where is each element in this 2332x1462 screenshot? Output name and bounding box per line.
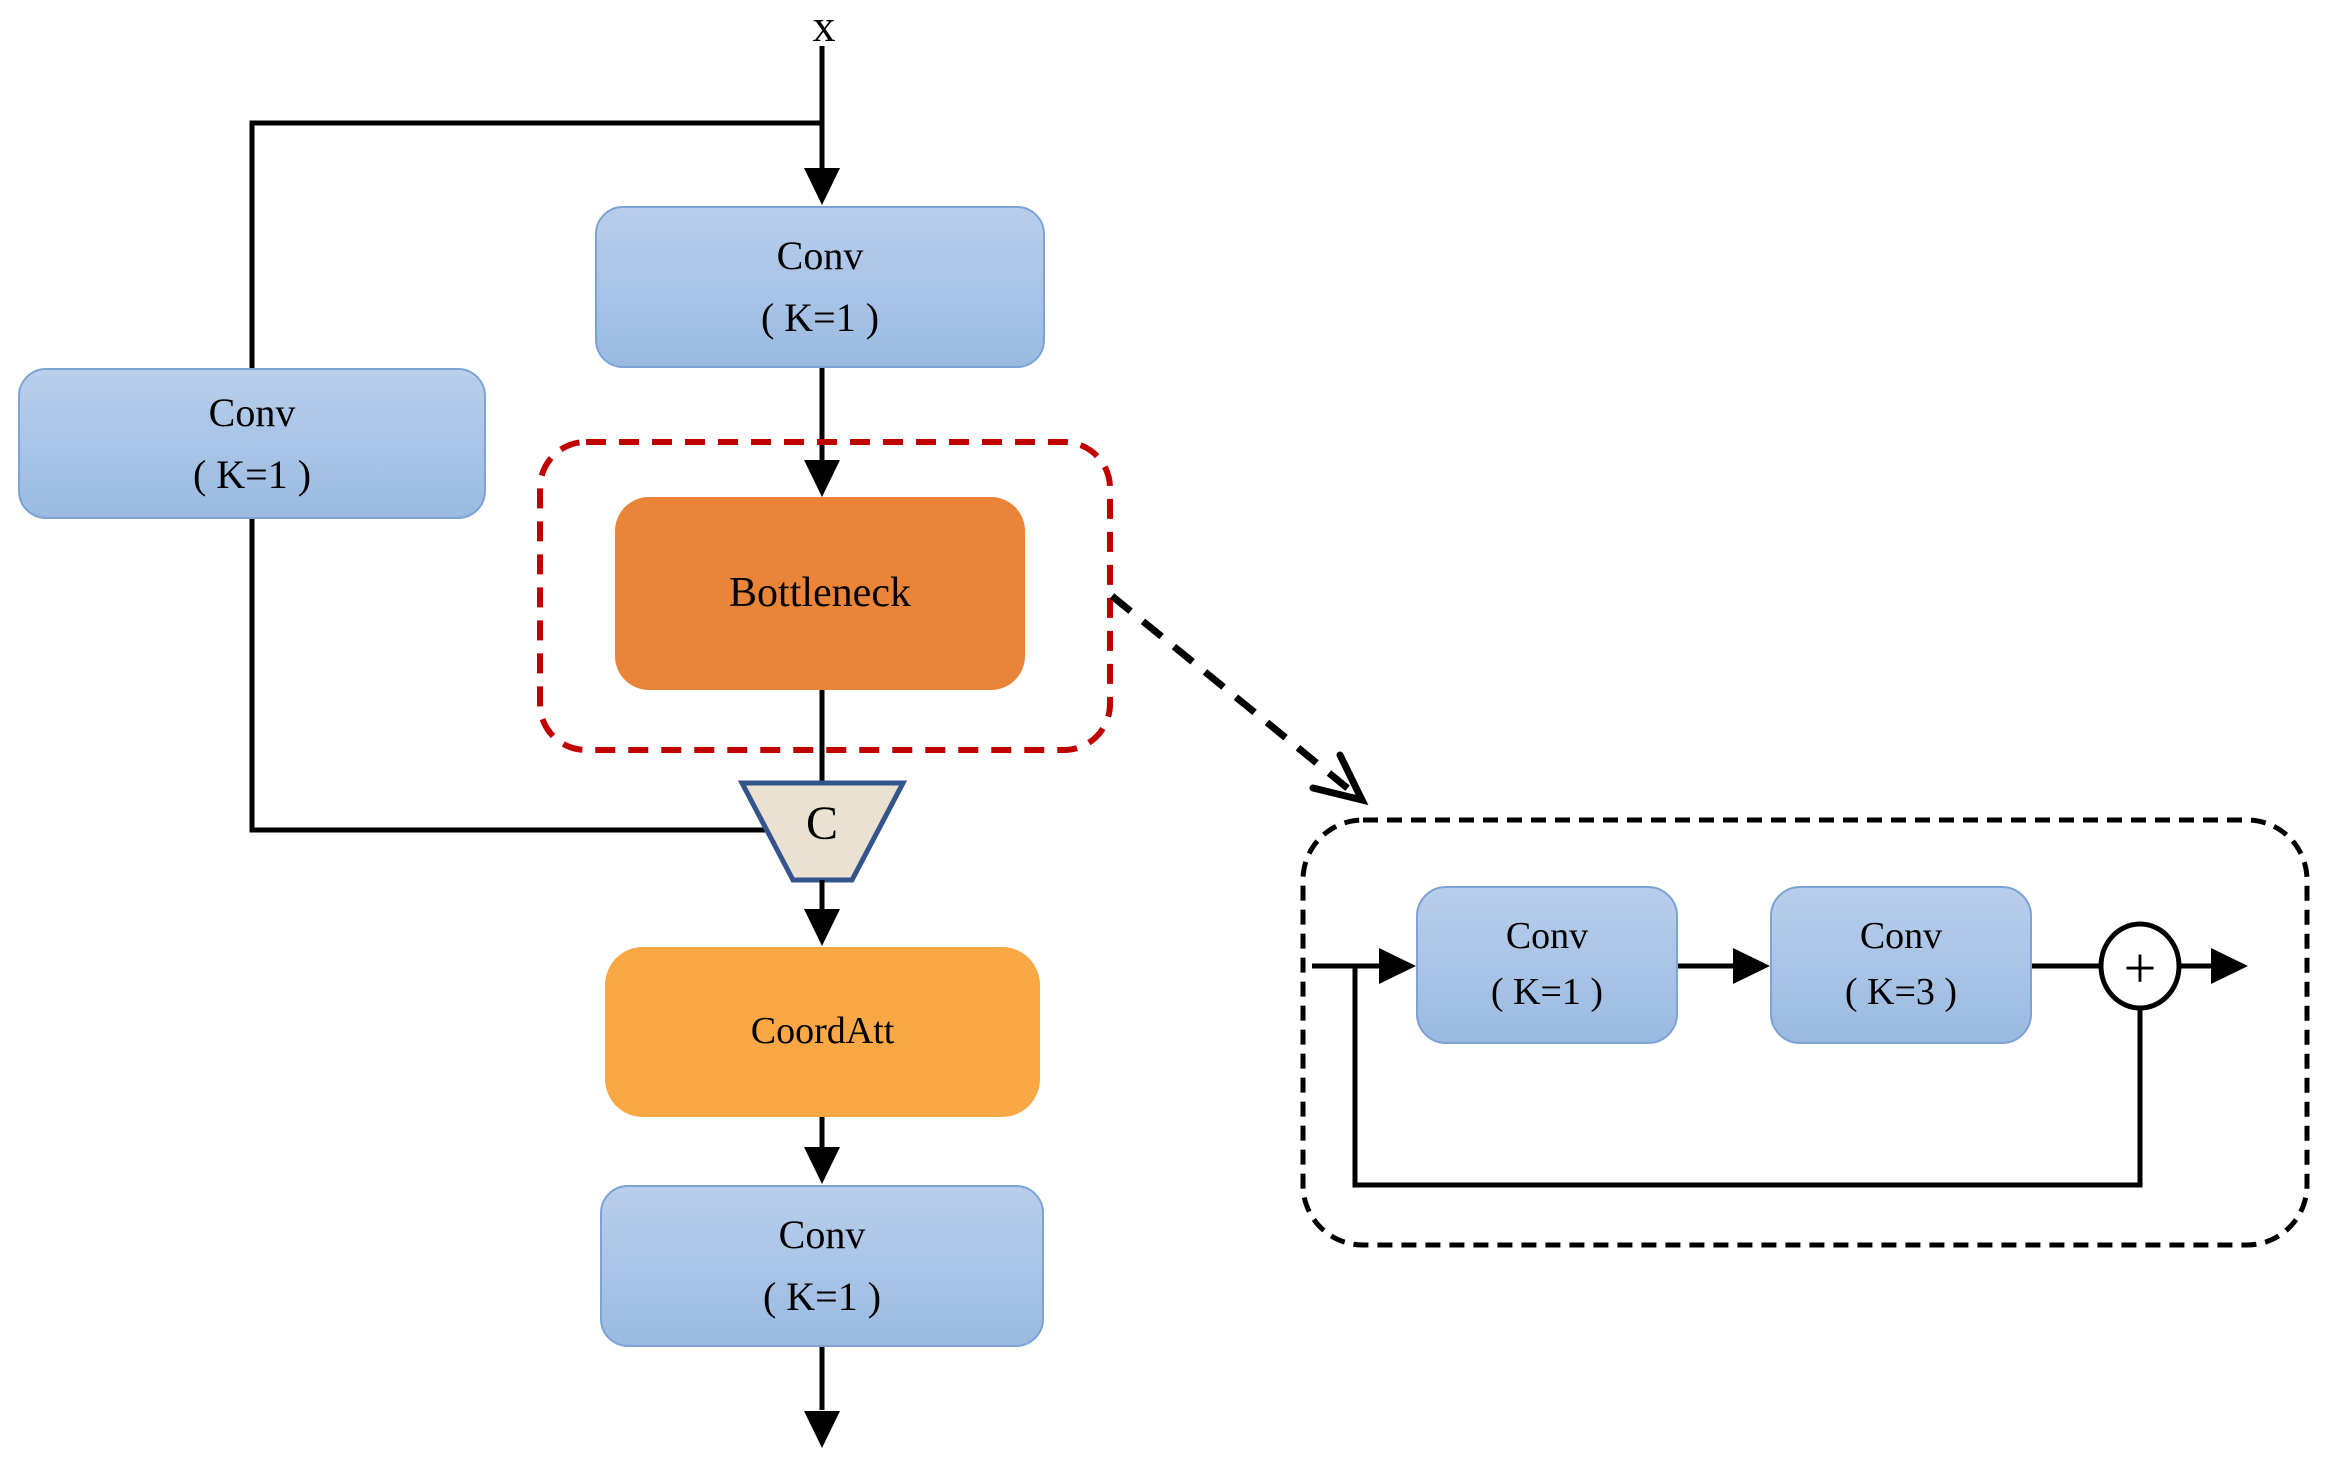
node-detail-conv-k3-label: Conv [1859,915,1943,958]
detail-input-arrowhead [1379,948,1416,984]
node-detail-conv-k1-sublabel: ( K=1 ) [1490,971,1604,1013]
detail-callout-arrow-shaft [1109,593,1365,803]
detail-conv1-to-conv3-arrowhead [1733,948,1770,984]
node-detail-conv-k1-label: Conv [1505,915,1589,958]
node-conv-shortcut-label: Conv [208,389,296,435]
node-conv-out: Conv ( K=1 ) [600,1185,1044,1347]
input-label: x [812,0,836,51]
bottleneck-highlight-border [537,439,1113,753]
sum-node-shape [2098,921,2182,1011]
node-conv-shortcut: Conv ( K=1 ) [18,368,486,519]
node-conv-shortcut-sublabel: ( K=1 ) [192,451,312,497]
coordatt-to-conv-arrowhead [804,1147,840,1184]
input-arrowhead [804,168,840,205]
concat-node-shape [737,780,908,883]
concat-to-coordatt-arrowhead [804,909,840,946]
output-arrowhead [804,1411,840,1448]
conv-to-bottleneck-arrowhead [804,460,840,497]
node-conv-in-label: Conv [776,233,864,278]
node-coordatt-label: CoordAtt [750,1010,895,1053]
node-detail-conv-k1: Conv ( K=1 ) [1416,886,1678,1044]
node-bottleneck: Bottleneck [615,497,1025,690]
node-bottleneck-label: Bottleneck [729,570,911,617]
detail-skip-path [1352,966,2143,1188]
node-conv-out-label: Conv [778,1212,866,1257]
detail-panel-border [1300,817,2310,1248]
node-conv-out-sublabel: ( K=1 ) [762,1274,882,1319]
node-detail-conv-k3-sublabel: ( K=3 ) [1844,971,1958,1013]
detail-callout-arrowhead [1309,751,1369,806]
sum-symbol: + [2124,936,2157,1001]
node-conv-in-sublabel: ( K=1 ) [760,295,880,340]
detail-output-arrowhead [2211,948,2248,984]
node-detail-conv-k3: Conv ( K=3 ) [1770,886,2032,1044]
node-conv-in: Conv ( K=1 ) [595,206,1045,368]
node-coordatt: CoordAtt [605,947,1040,1117]
concat-label: C [805,796,838,850]
